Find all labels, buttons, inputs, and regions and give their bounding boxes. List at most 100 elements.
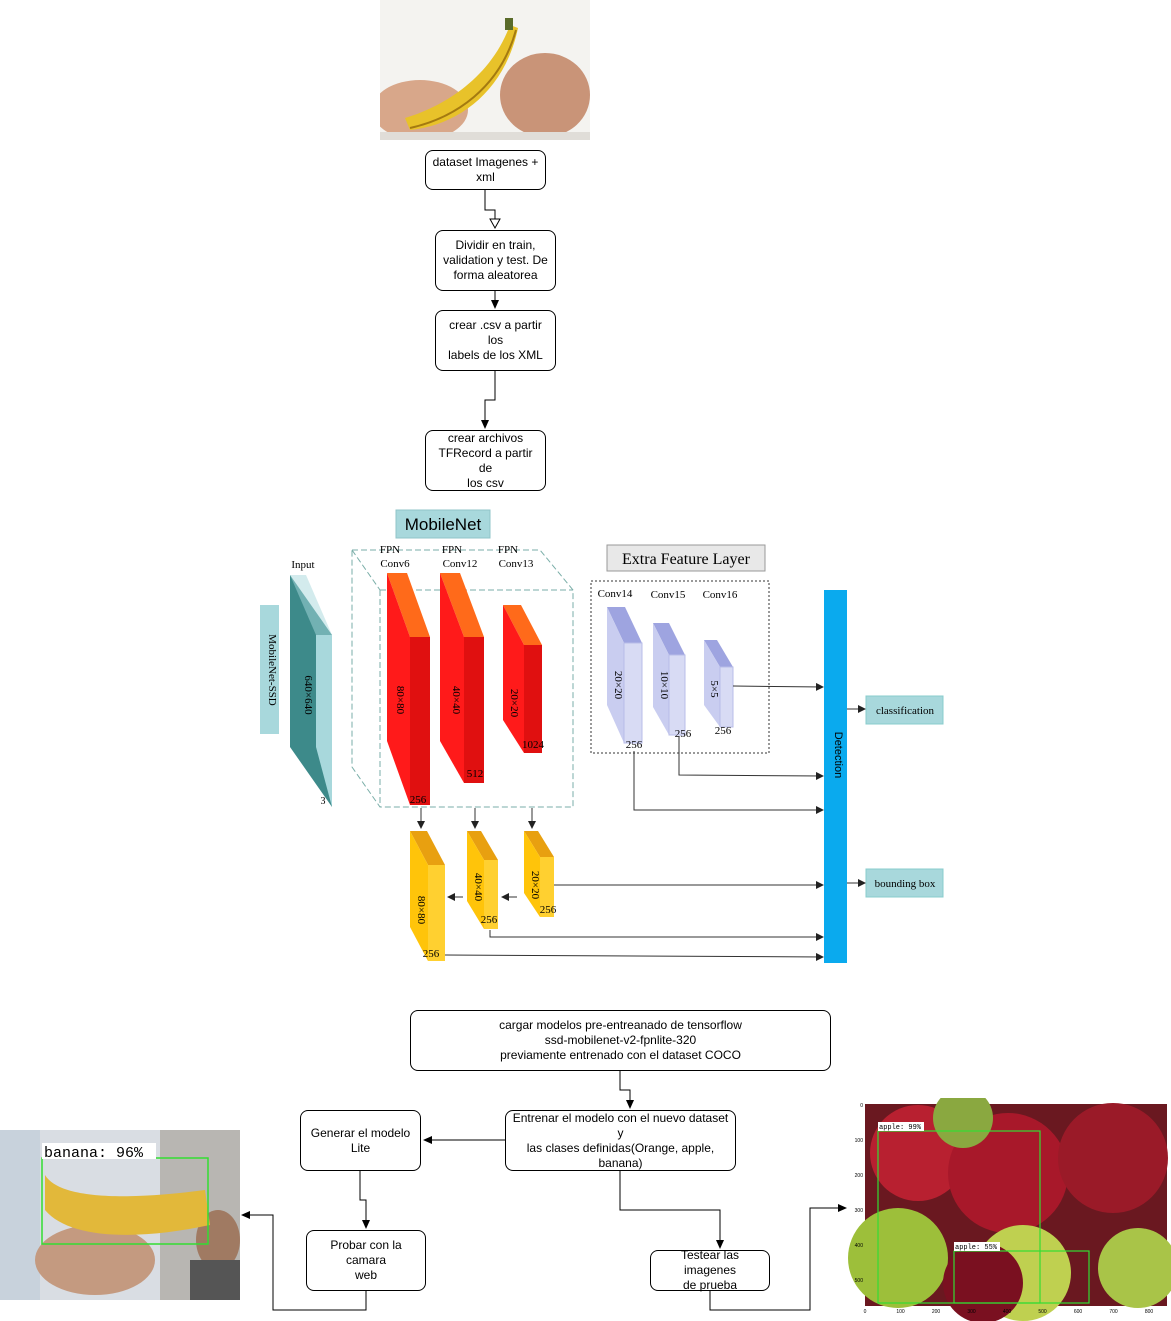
csv-step-box: crear .csv a partir los labels de los XM… [435, 310, 556, 371]
detection-bar [824, 590, 847, 963]
plot-y-tick: 100 [855, 1138, 864, 1144]
plot-x-tick: 200 [932, 1309, 941, 1315]
fpn40-size: 40×40 [472, 873, 484, 902]
plot-y-tick: 200 [855, 1173, 864, 1179]
conv12-block-face [440, 573, 464, 783]
fpn-label-2: FPN [442, 544, 462, 556]
test-step-box: Testear las imagenes de prueba [650, 1248, 770, 1292]
conv13-label: Conv13 [499, 558, 534, 570]
conv14-size: 20×20 [612, 671, 624, 700]
extra-feature-title-box [606, 544, 766, 572]
lite-step-box: Generar el modelo Lite [300, 1110, 421, 1171]
conv16-label: Conv16 [703, 589, 738, 601]
train-step-box: Entrenar el modelo con el nuevo dataset … [505, 1110, 736, 1171]
connector-load-train [619, 1071, 634, 1109]
conv16-block-face [704, 640, 720, 727]
detection-label: Detection [832, 732, 844, 778]
conv6-channels: 256 [410, 794, 427, 806]
conv12-block-side [464, 637, 484, 783]
conv6-label: Conv6 [380, 558, 410, 570]
connector-lite-webcam [359, 1171, 370, 1229]
conv13-channels: 1024 [522, 739, 545, 751]
conv14-block-face [607, 607, 624, 743]
plot-x-tick: 300 [967, 1309, 976, 1315]
connector-train-test [619, 1171, 724, 1249]
fpn-label-3: FPN [498, 544, 518, 556]
bounding-box-label: bounding box [875, 878, 936, 890]
plot-x-tick: 400 [1003, 1309, 1012, 1315]
webcam-result-photo: banana: 96% [0, 1130, 240, 1300]
conv16-size: 5×5 [708, 680, 720, 698]
fpn40-block-side [484, 860, 498, 929]
plot-x-tick: 500 [1038, 1309, 1047, 1315]
side-label-box [260, 605, 279, 734]
conv12-channels: 512 [467, 768, 484, 780]
conv15-label: Conv15 [651, 589, 686, 601]
mobilenet-ssd-diagram: MobileNet Extra Feature Layer MobileNet-… [260, 509, 944, 963]
plot-y-tick: 400 [855, 1243, 864, 1249]
classification-label: classification [876, 705, 935, 717]
load-model-step-box: cargar modelos pre-entreanado de tensorf… [410, 1010, 831, 1071]
apple-detection-label-2: apple: 55% [955, 1244, 998, 1252]
conv6-block-top [387, 573, 430, 637]
fpn20-block-face [524, 831, 540, 917]
fpn20-block-top [524, 831, 554, 857]
webcam-step-box: Probar con la camara web [306, 1230, 426, 1291]
fpn40-block-face [467, 831, 484, 929]
fpn80-size: 80×80 [415, 896, 427, 925]
split-step-box: Dividir en train, validation y test. De … [435, 230, 556, 291]
connector-dataset-split [484, 190, 501, 230]
extra-feature-title: Extra Feature Layer [622, 551, 751, 568]
fpn40-channels: 256 [481, 914, 498, 926]
fpn20-channels: 256 [540, 904, 557, 916]
conv14-block-side [623, 642, 643, 744]
conv15-channels: 256 [675, 728, 692, 740]
tfrecord-step-box: crear archivos TFRecord a partir de los … [425, 430, 546, 491]
plot-x-tick: 0 [864, 1309, 867, 1315]
input-block-face [316, 635, 332, 807]
conv15-size: 10×10 [658, 671, 670, 700]
fpn20-block-side [540, 857, 554, 917]
conv16-channels: 256 [715, 725, 732, 737]
plot-x-tick: 100 [896, 1309, 905, 1315]
conv15-block-top [653, 623, 685, 655]
fpn40-block-top [467, 831, 498, 860]
extra-feature-region [590, 580, 770, 754]
plot-x-tick: 800 [1145, 1309, 1154, 1315]
conv16-block-top [704, 640, 733, 667]
conv13-block-top [503, 605, 542, 645]
conv12-label: Conv12 [443, 558, 478, 570]
conv14-channels: 256 [626, 739, 643, 751]
conv6-size: 80×80 [394, 686, 406, 715]
conv6-block-side [410, 637, 430, 805]
conv13-size: 20×20 [508, 689, 520, 718]
plot-x-tick: 700 [1109, 1309, 1118, 1315]
bounding-box-box [865, 868, 944, 898]
conv16-block-side [719, 666, 734, 728]
banana-detection-label: banana: 96% [44, 1145, 144, 1162]
input-block-top [290, 575, 332, 635]
input-label: Input [291, 559, 314, 571]
plot-y-tick: 300 [855, 1208, 864, 1214]
mobilenet-region [351, 549, 574, 808]
apple-detection-label-1: apple: 99% [879, 1124, 922, 1132]
conv14-label: Conv14 [598, 588, 633, 600]
mobilenet-title-box [395, 509, 491, 539]
fpn80-block-face [410, 831, 428, 961]
conv12-size: 40×40 [450, 686, 462, 715]
plot-y-tick: 500 [855, 1278, 864, 1284]
side-label: MobileNet-SSD [266, 634, 278, 706]
apple-detection-box-2 [953, 1250, 1090, 1304]
input-size: 640×640 [302, 675, 314, 715]
input-channels: 3 [321, 796, 326, 807]
conv6-block-face [387, 573, 410, 805]
conv12-block-top [440, 573, 484, 637]
fpn80-channels: 256 [423, 948, 440, 960]
conv13-block-side [524, 645, 542, 753]
conv15-block-face [653, 623, 669, 735]
fpn80-block-top [410, 831, 445, 865]
fpn80-block-side [428, 865, 445, 961]
conv15-block-side [668, 654, 686, 736]
